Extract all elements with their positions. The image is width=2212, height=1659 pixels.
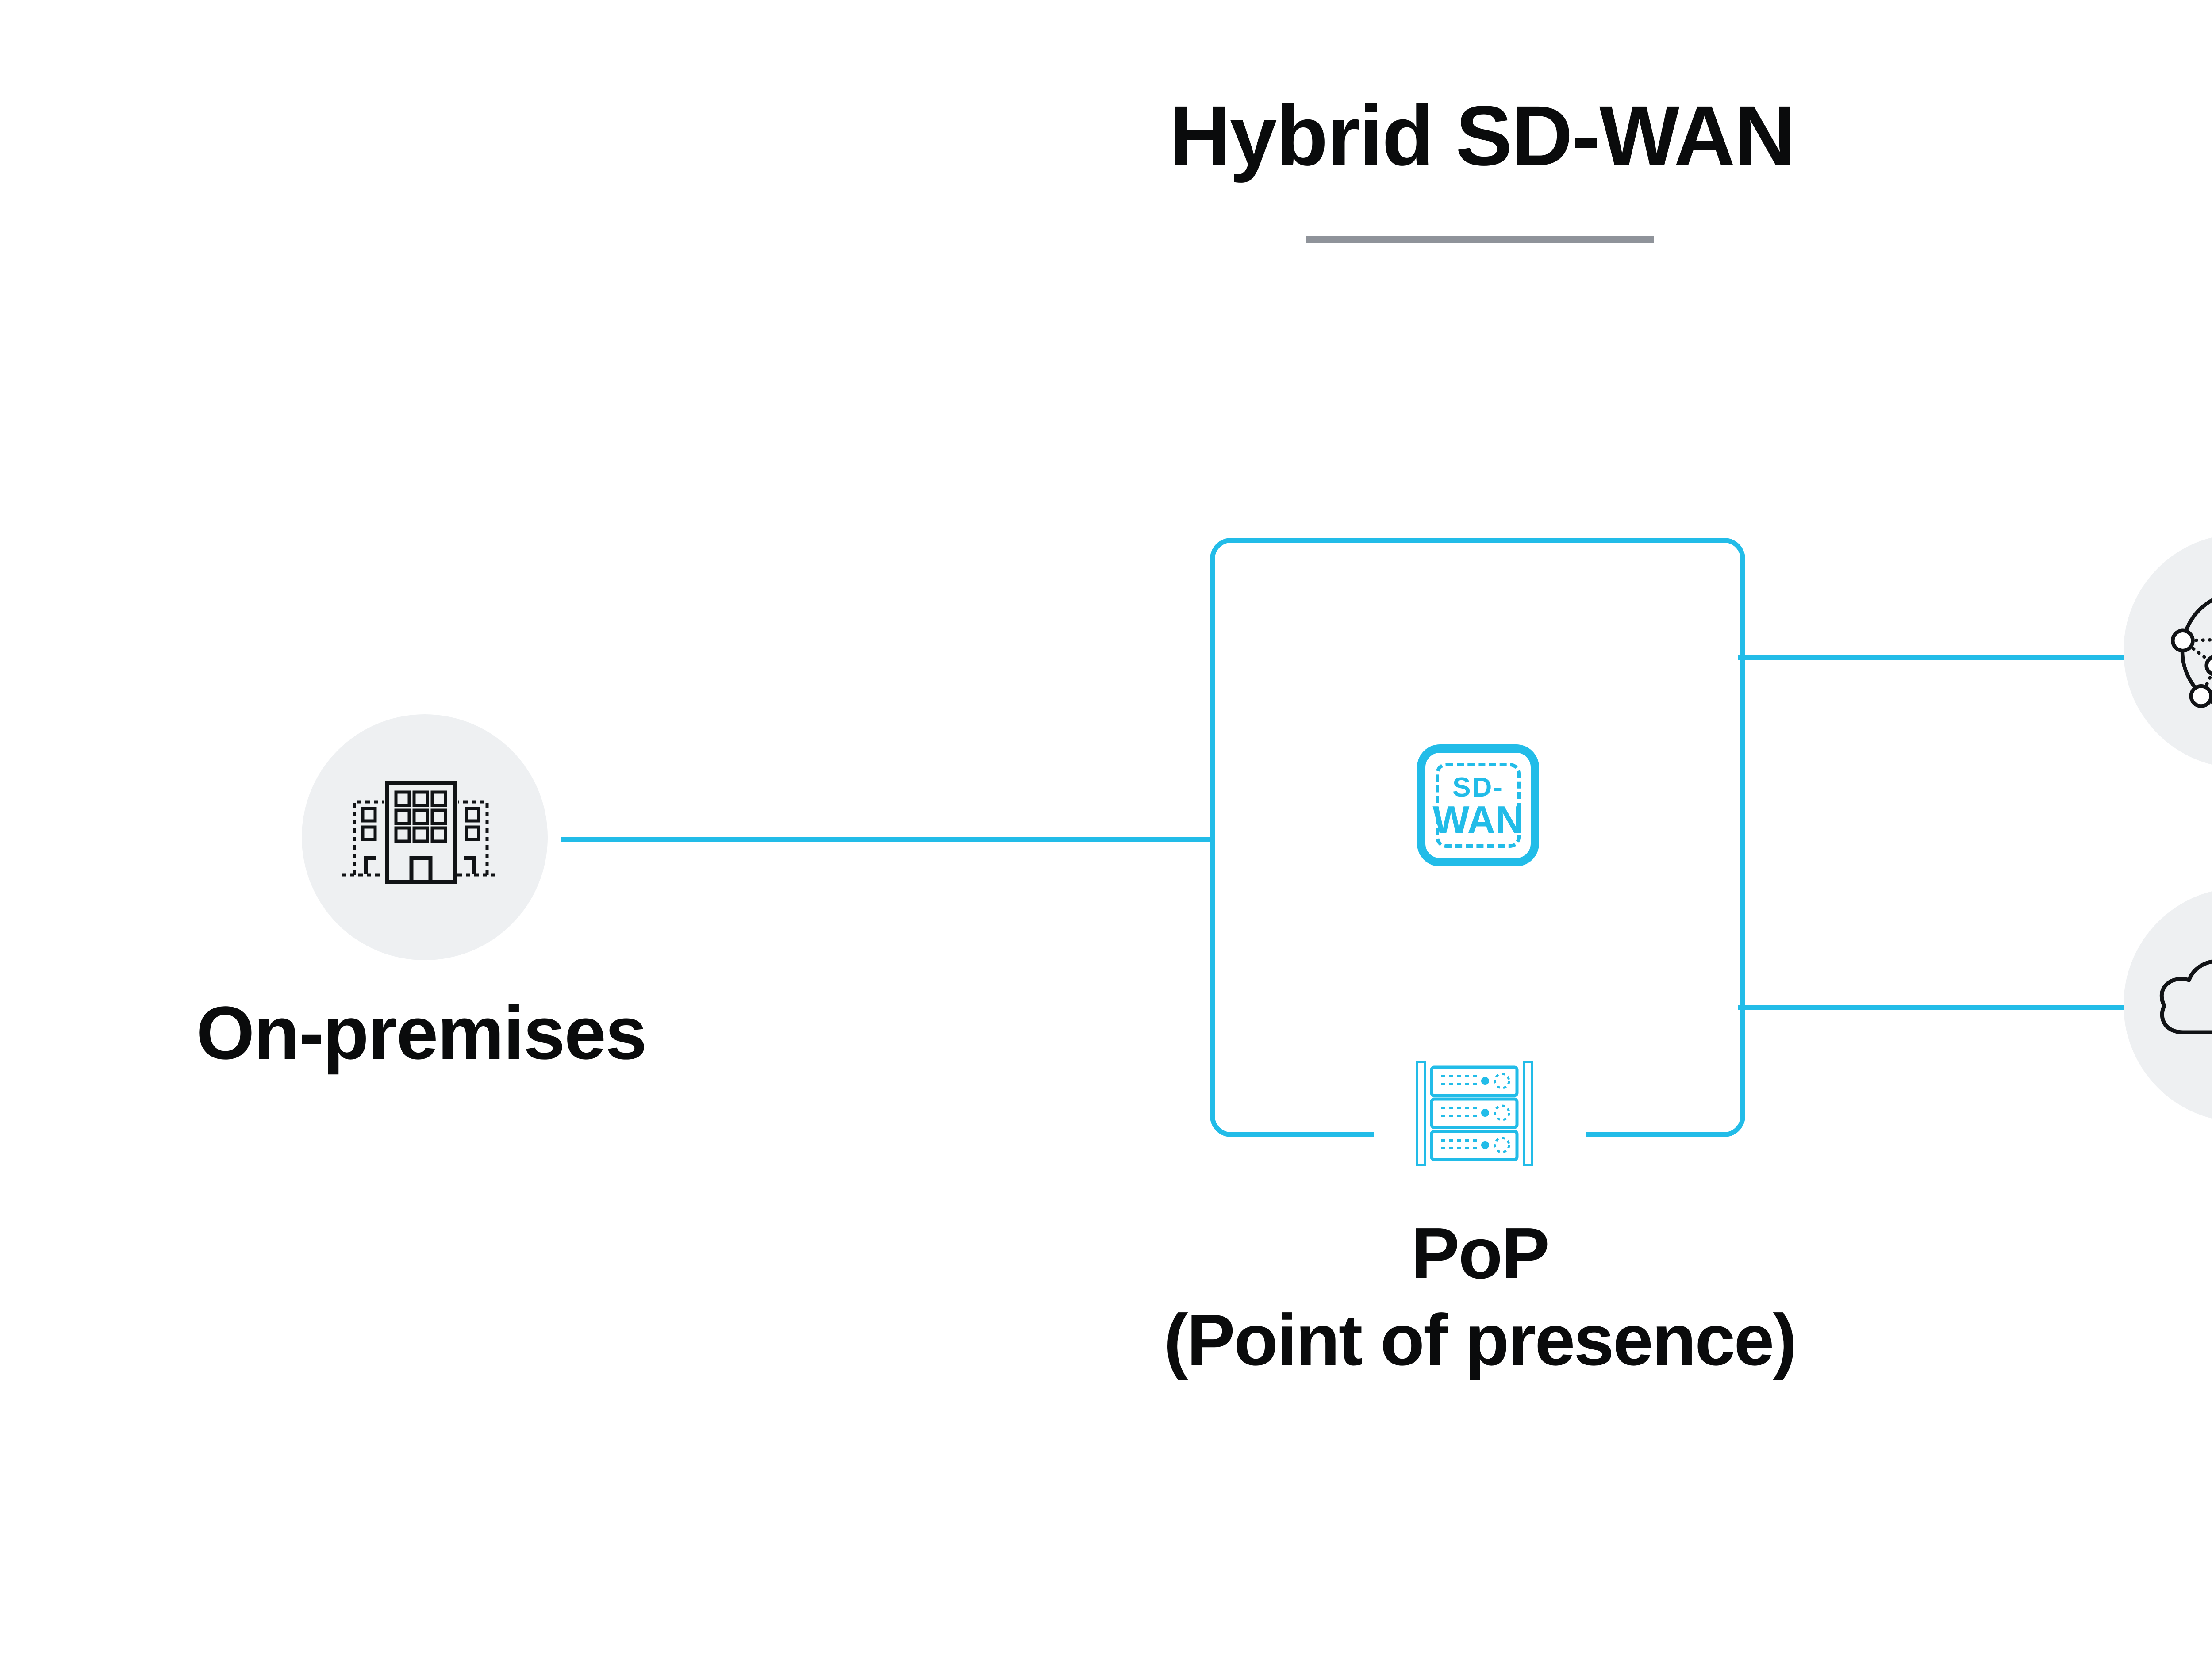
pop-label-line1: PoP — [1411, 1213, 1550, 1294]
cloud-lock-icon — [2159, 959, 2212, 1034]
on-premises-node — [302, 714, 548, 960]
connector-on-premises-to-pop — [561, 837, 1213, 842]
sdwan-badge-inner: SD- WAN — [1432, 763, 1524, 848]
sdwan-badge-text-line2: WAN — [1432, 798, 1524, 842]
pop-label: PoP (Point of presence) — [1037, 1210, 1922, 1383]
connector-pop-to-public-internet — [1738, 655, 2126, 660]
office-building-icon — [342, 781, 498, 884]
title-underline — [1306, 236, 1654, 243]
sdwan-badge-text-line1: SD- — [1452, 772, 1504, 803]
page-title: Hybrid SD-WAN — [1169, 88, 1796, 183]
on-premises-label: On-premises — [196, 991, 647, 1075]
pop-label-line2: (Point of presence) — [1164, 1299, 1797, 1380]
sdwan-badge: SD- WAN — [1417, 744, 1539, 866]
network-globe-icon — [2171, 598, 2212, 708]
connector-pop-to-private-connection — [1738, 1005, 2126, 1010]
server-rack-icon — [1416, 1061, 1533, 1166]
